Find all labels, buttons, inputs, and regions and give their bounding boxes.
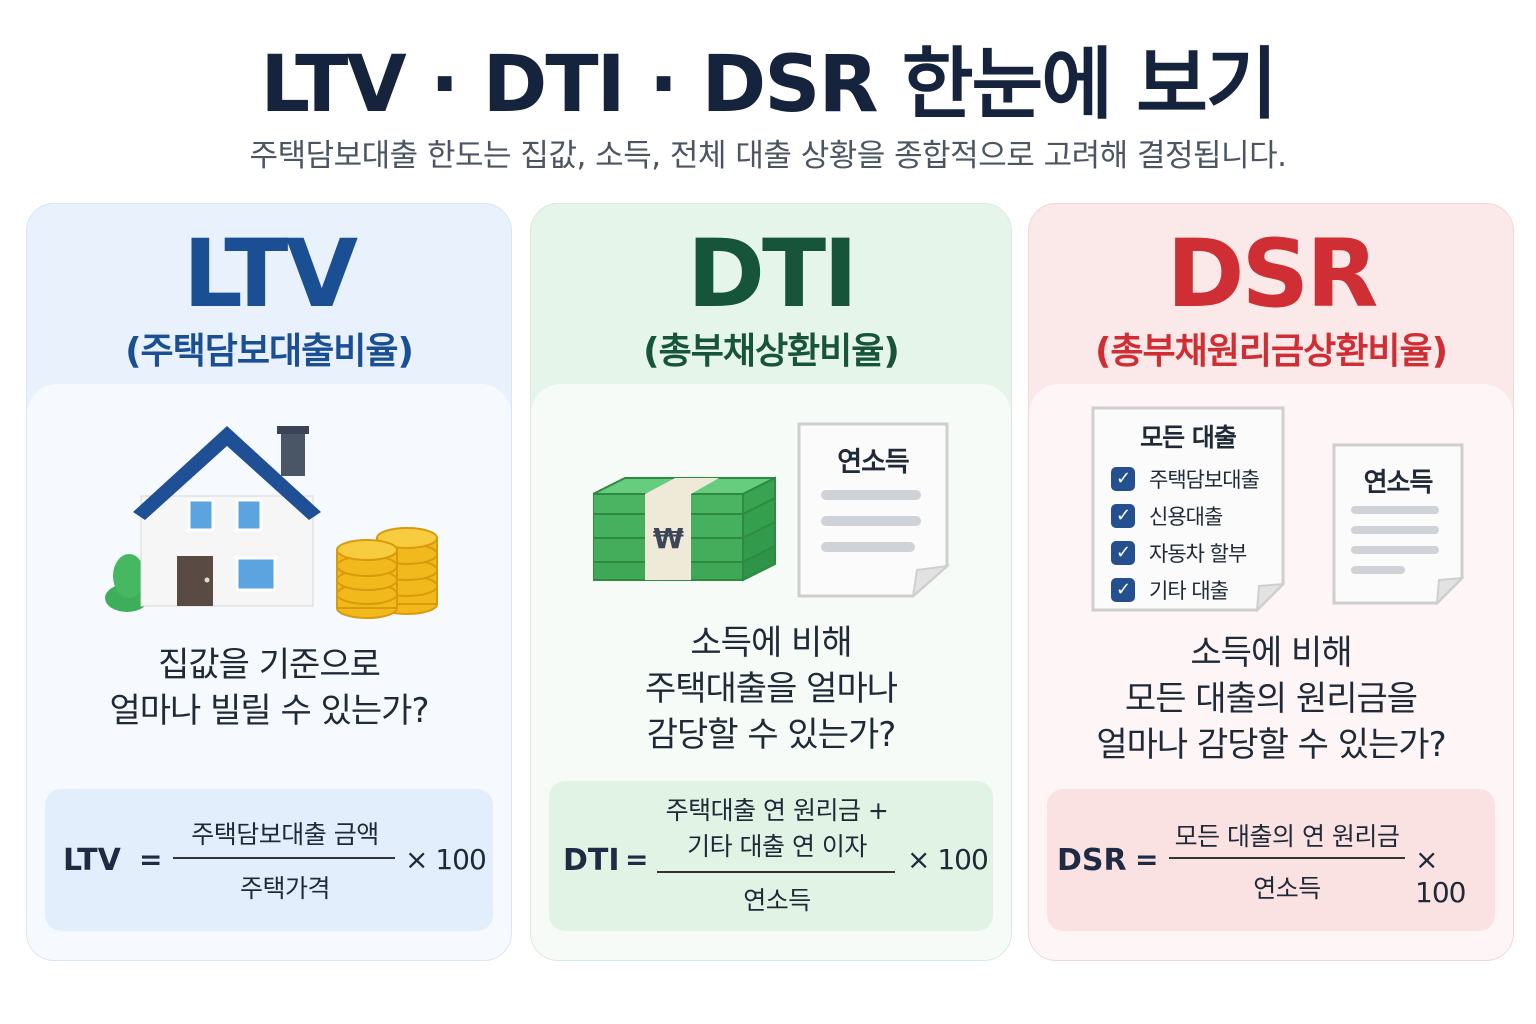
page-title: LTV · DTI · DSR 한눈에 보기 bbox=[260, 40, 1277, 130]
card-body: ₩ 연소득 소득에 비해 주택대출을 얼마나 감당할 수 있는가? DTI = … bbox=[531, 384, 1011, 960]
card-question: 집값을 기준으로 얼마나 빌릴 수 있는가? bbox=[109, 645, 430, 731]
card-subheading: (총부채상환비율) bbox=[643, 331, 900, 372]
currency-symbol: ₩ bbox=[653, 522, 684, 555]
dti-formula: DTI = 주택대출 연 원리금 + 기타 대출 연 이자 연소득 × 100 bbox=[549, 781, 993, 931]
card-body: 집값을 기준으로 얼마나 빌릴 수 있는가? LTV = 주택담보대출 금액 주… bbox=[27, 384, 511, 960]
list-item: ✓기타 대출 bbox=[1111, 571, 1259, 608]
formula-lhs: DSR bbox=[1057, 843, 1127, 878]
formula-denominator: 주택가격 bbox=[239, 874, 331, 903]
formula-denominator: 연소득 bbox=[1253, 874, 1321, 903]
list-item: ✓신용대출 bbox=[1111, 497, 1259, 534]
formula-equals: = bbox=[625, 843, 649, 876]
dsr-formula: DSR = 모든 대출의 연 원리금 연소득 × 100 bbox=[1047, 789, 1495, 931]
fraction-line bbox=[173, 857, 395, 859]
card-subheading: (총부채원리금상환비율) bbox=[1094, 331, 1448, 372]
formula-denominator: 연소득 bbox=[743, 886, 811, 915]
check-icon: ✓ bbox=[1111, 577, 1135, 602]
fraction-line bbox=[1169, 857, 1405, 859]
ltv-formula: LTV = 주택담보대출 금액 주택가격 × 100 bbox=[45, 789, 493, 931]
document-label: 연소득 bbox=[1363, 468, 1434, 498]
list-item: ✓자동차 할부 bbox=[1111, 534, 1259, 571]
formula-lhs: LTV bbox=[63, 843, 121, 878]
list-item: ✓주택담보대출 bbox=[1111, 460, 1260, 497]
card-subheading: (주택담보대출비율) bbox=[125, 331, 414, 372]
house-icon bbox=[105, 426, 321, 612]
formula-equals: = bbox=[139, 843, 163, 876]
check-icon: ✓ bbox=[1111, 540, 1135, 565]
formula-multiplier: × 100 bbox=[1415, 843, 1466, 909]
checklist-title: 모든 대출 bbox=[1140, 423, 1237, 452]
card-body: 모든 대출 ✓주택담보대출 ✓신용대출 ✓자동차 할부 ✓기타 대출 연소득 소… bbox=[1029, 384, 1513, 960]
formula-numerator: 모든 대출의 연 원리금 bbox=[1174, 822, 1400, 851]
formula-equals: = bbox=[1135, 843, 1159, 876]
formula-multiplier: × 100 bbox=[405, 843, 487, 876]
document-label: 연소득 bbox=[837, 447, 910, 478]
money-stack-icon bbox=[593, 476, 776, 582]
dsr-card: DSR (총부채원리금상환비율) 모든 대출 ✓주택담보대출 ✓신용대출 ✓자동… bbox=[1028, 203, 1514, 961]
coins-icon bbox=[336, 527, 438, 619]
formula-multiplier: × 100 bbox=[907, 843, 989, 876]
card-heading: DSR bbox=[1166, 220, 1378, 329]
dti-card: DTI (총부채상환비율) ₩ bbox=[530, 203, 1012, 961]
page-subtitle: 주택담보대출 한도는 집값, 소득, 전체 대출 상황을 종합적으로 고려해 결… bbox=[249, 138, 1287, 174]
document-icon bbox=[797, 422, 951, 599]
document-icon bbox=[1332, 443, 1465, 606]
card-heading: DTI bbox=[686, 220, 858, 329]
formula-numerator: 주택담보대출 금액 bbox=[191, 820, 379, 849]
formula-numerator: 주택대출 연 원리금 + 기타 대출 연 이자 bbox=[665, 796, 889, 861]
check-icon: ✓ bbox=[1111, 503, 1135, 528]
checklist-icon: 모든 대출 ✓주택담보대출 ✓신용대출 ✓자동차 할부 ✓기타 대출 bbox=[1091, 406, 1285, 612]
card-question: 소득에 비해 주택대출을 얼마나 감당할 수 있는가? bbox=[644, 623, 898, 755]
check-icon: ✓ bbox=[1111, 466, 1135, 491]
fraction-line bbox=[657, 871, 895, 873]
formula-lhs: DTI bbox=[563, 843, 620, 878]
checklist: ✓주택담보대출 ✓신용대출 ✓자동차 할부 ✓기타 대출 bbox=[1111, 460, 1260, 608]
card-heading: LTV bbox=[182, 220, 358, 329]
card-question: 소득에 비해 모든 대출의 원리금을 얼마나 감당할 수 있는가? bbox=[1096, 633, 1446, 765]
ltv-card: LTV (주택담보대출비율) bbox=[26, 203, 512, 961]
